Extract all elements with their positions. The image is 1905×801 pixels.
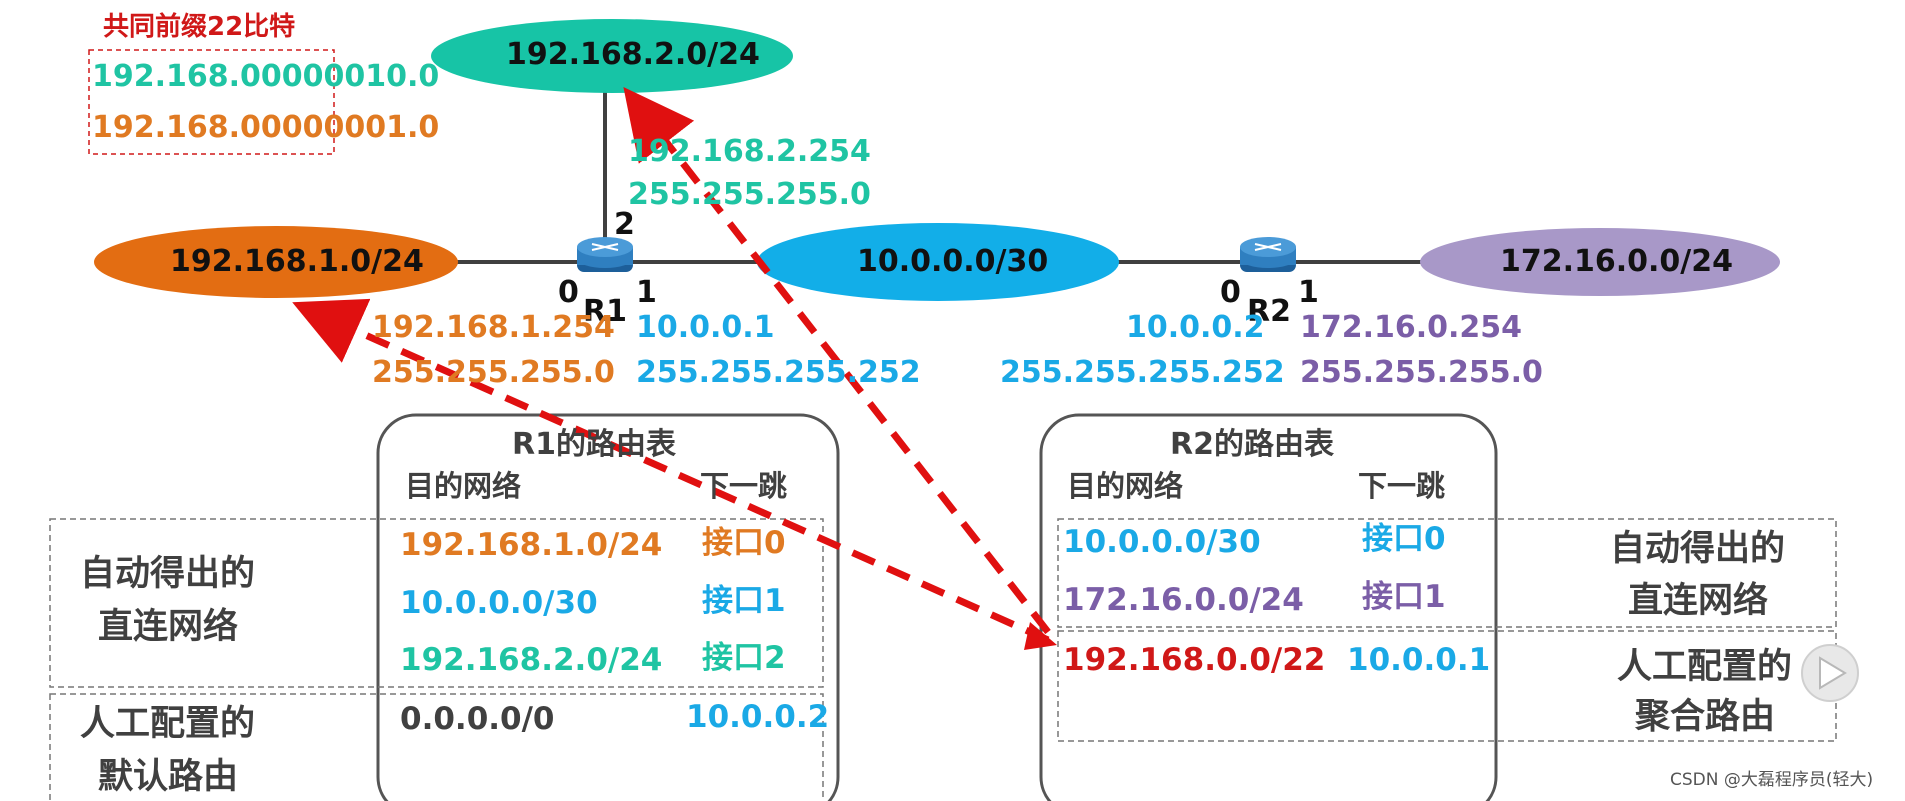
network-top-label: 192.168.2.0/24 [506, 37, 760, 72]
r2-row-2-hop: 接口1 [1362, 579, 1446, 615]
r2-row-3-hop: 10.0.0.1 [1347, 642, 1491, 678]
note-line-2-prefix: 192.168.000000 [92, 110, 366, 145]
r1-port0-mask: 255.255.255.0 [372, 355, 615, 390]
r1-row-2-hop: 接口1 [702, 583, 786, 619]
left-direct-label-1: 自动得出的 [80, 554, 256, 594]
r2-port1-mask: 255.255.255.0 [1300, 355, 1543, 390]
r2-port-1: 1 [1298, 275, 1319, 310]
r2-row-3-dest: 192.168.0.0/22 [1063, 642, 1326, 678]
network-middle-ellipse [757, 223, 1119, 301]
play-icon [1801, 644, 1859, 702]
right-direct-label-1: 自动得出的 [1610, 529, 1786, 569]
r1-port-1: 1 [636, 275, 657, 310]
r2-col-hop: 下一跳 [1358, 469, 1446, 503]
r1-port2-mask: 255.255.255.0 [628, 177, 871, 212]
note-line-1-prefix: 192.168.000000 [92, 59, 366, 94]
note-dashed-box [88, 49, 335, 155]
router-r1-icon [577, 237, 633, 272]
r1-row-2-dest: 10.0.0.0/30 [400, 585, 598, 621]
r1-row-1-hop: 接口0 [702, 525, 786, 561]
r2-row-2-dest: 172.16.0.0/24 [1063, 582, 1304, 618]
r1-port-2: 2 [614, 207, 635, 242]
router-r1-label: R1 [583, 294, 627, 329]
r2-port-0: 0 [1220, 275, 1241, 310]
router-r2-label: R2 [1247, 294, 1291, 329]
note-line-1-suffix: 10.0 [365, 59, 440, 94]
left-default-label-1: 人工配置的 [80, 704, 256, 744]
r2-table-frame [1039, 413, 1498, 801]
network-top-ellipse [431, 19, 793, 93]
r2-direct-group-box [1057, 518, 1837, 628]
right-aggregate-label-1: 人工配置的 [1617, 647, 1793, 687]
r1-row-1-dest: 192.168.1.0/24 [400, 527, 663, 563]
r1-default-group-box [49, 693, 824, 801]
r1-col-dest: 目的网络 [405, 469, 522, 503]
r2-table-title: R2的路由表 [1170, 427, 1334, 462]
r1-port0-ip: 192.168.1.254 [372, 310, 615, 345]
r1-table-title: R1的路由表 [512, 427, 676, 462]
note-title: 共同前缀22比特 [103, 12, 296, 42]
network-right-label: 172.16.0.0/24 [1500, 244, 1734, 279]
network-left-ellipse [94, 226, 458, 298]
r1-port1-ip: 10.0.0.1 [636, 310, 775, 345]
r1-port-0: 0 [558, 275, 579, 310]
watermark: CSDN @大磊程序员(轻大) [1670, 770, 1874, 790]
r1-row-4-hop: 10.0.0.2 [686, 699, 830, 735]
r1-port1-mask: 255.255.255.252 [636, 355, 921, 390]
r1-row-3-hop: 接口2 [702, 640, 786, 676]
arrow-origin-head [1024, 622, 1057, 650]
r2-row-1-hop: 接口0 [1362, 521, 1446, 557]
r1-row-4-dest: 0.0.0.0/0 [400, 701, 555, 737]
r1-row-3-dest: 192.168.2.0/24 [400, 642, 663, 678]
note-line-1: 192.168.00000010.0 [92, 62, 439, 92]
r1-table-frame [376, 413, 840, 801]
r1-col-hop: 下一跳 [700, 469, 788, 503]
r2-row-1-dest: 10.0.0.0/30 [1063, 524, 1261, 560]
r1-port2-ip: 192.168.2.254 [628, 134, 871, 169]
r2-col-dest: 目的网络 [1067, 469, 1184, 503]
note-line-2: 192.168.00000001.0 [92, 113, 439, 143]
arrow-to-left-network [292, 298, 1050, 644]
router-r2-icon [1240, 237, 1296, 272]
r2-port0-mask: 255.255.255.252 [1000, 355, 1285, 390]
network-middle-label: 10.0.0.0/30 [857, 244, 1049, 279]
right-aggregate-label-2: 聚合路由 [1635, 697, 1776, 737]
note-line-2-suffix: 01.0 [365, 110, 440, 145]
r2-port1-ip: 172.16.0.254 [1300, 310, 1523, 345]
right-direct-label-2: 直连网络 [1628, 581, 1769, 621]
network-left-label: 192.168.1.0/24 [170, 244, 424, 279]
r2-port0-ip: 10.0.0.2 [1126, 310, 1265, 345]
left-default-label-2: 默认路由 [98, 757, 239, 797]
left-direct-label-2: 直连网络 [98, 607, 239, 647]
network-right-ellipse [1420, 228, 1780, 296]
